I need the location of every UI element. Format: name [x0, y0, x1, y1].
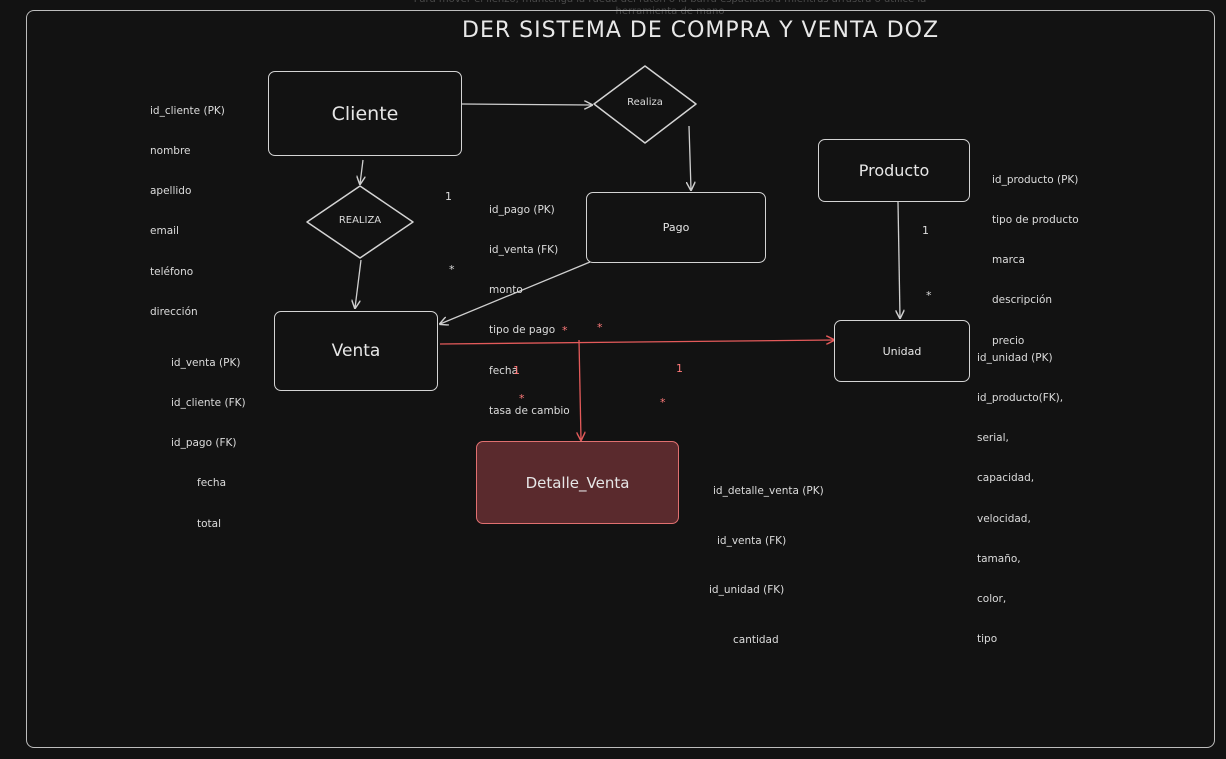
attribute: fecha [489, 364, 519, 377]
attribute: id_pago (PK) [489, 203, 555, 216]
attribute: nombre [150, 145, 191, 158]
attribute: teléfono [150, 265, 194, 278]
attributes-unidad: id_unidad (PK) id_producto(FK), serial, … [977, 325, 1063, 660]
attribute: capacidad, [977, 472, 1035, 485]
attribute: tipo de producto [992, 214, 1079, 227]
attribute: color, [977, 593, 1007, 606]
cardinality-red-star-a: * [562, 324, 568, 337]
attribute: tasa de cambio [489, 404, 570, 417]
cardinality-red-star-b: * [597, 321, 603, 334]
relationship-realiza-top [593, 65, 697, 144]
cardinality-red-one-b: 1 [676, 362, 683, 375]
cardinality-pago-many: * [449, 263, 455, 276]
attribute: tamaño, [977, 552, 1021, 565]
connector-producto-unidad [898, 201, 900, 318]
entity-unidad-label: Unidad [882, 344, 922, 358]
attribute: id_pago (FK) [171, 437, 237, 450]
cardinality-producto-many: * [926, 289, 932, 302]
relationship-realiza-left [306, 185, 414, 259]
connector-realiza-pago [689, 125, 691, 190]
connector-pago-venta [440, 261, 591, 324]
attribute: id_producto(FK), [977, 392, 1064, 405]
entity-producto[interactable]: Producto [818, 139, 970, 202]
attribute: descripción [992, 294, 1053, 307]
canvas-hint: Para mover el lienzo, mantenga la rueda … [414, 0, 926, 17]
entity-cliente-label: Cliente [331, 102, 399, 125]
attribute: email [150, 225, 179, 238]
relationship-realiza-left-label: REALIZA [338, 215, 382, 226]
entity-unidad[interactable]: Unidad [834, 320, 970, 382]
entity-producto-label: Producto [858, 161, 930, 180]
attribute: id_venta (FK) [489, 244, 559, 257]
attribute: dirección [150, 305, 198, 318]
entity-pago[interactable]: Pago [586, 192, 766, 263]
attribute: id_unidad (PK) [977, 351, 1053, 364]
attribute: apellido [150, 185, 192, 198]
attribute: id_venta (PK) [171, 356, 241, 369]
entity-detalle-venta[interactable]: Detalle_Venta [476, 441, 679, 524]
entity-detalle-venta-label: Detalle_Venta [525, 473, 630, 492]
attributes-detalle-venta: id_detalle_venta (PK) id_venta (FK) id_u… [709, 450, 824, 665]
connector-cliente-realiza-left [360, 159, 363, 184]
connector-venta-detalle [579, 339, 581, 440]
entity-venta-label: Venta [331, 341, 381, 361]
attribute: cantidad [733, 633, 779, 646]
entity-cliente[interactable]: Cliente [268, 71, 462, 156]
attribute: id_cliente (PK) [150, 104, 225, 117]
attributes-venta: id_venta (PK) id_cliente (FK) id_pago (F… [171, 330, 246, 545]
relationship-realiza-top-label: Realiza [627, 97, 663, 108]
attribute: id_unidad (FK) [709, 584, 785, 596]
attribute: id_cliente (FK) [171, 397, 246, 410]
attribute: serial, [977, 432, 1009, 445]
entity-pago-label: Pago [662, 221, 690, 234]
connector-realiza-venta [355, 259, 362, 308]
attributes-producto: id_producto (PK) tipo de producto marca … [992, 147, 1079, 362]
attribute: fecha [197, 477, 227, 490]
attribute: id_detalle_venta (PK) [713, 485, 824, 497]
attribute: tipo de pago [489, 324, 556, 337]
connector-venta-unidad [439, 340, 834, 345]
entity-venta[interactable]: Venta [274, 311, 438, 391]
attribute: id_venta (FK) [717, 534, 787, 547]
attribute: monto [489, 284, 523, 297]
cardinality-red-one-a: 1 [513, 364, 520, 377]
cardinality-producto-one: 1 [922, 224, 929, 237]
attribute: velocidad, [977, 512, 1031, 525]
attributes-pago: id_pago (PK) id_venta (FK) monto tipo de… [489, 177, 570, 432]
attribute: id_producto (PK) [992, 173, 1079, 186]
attribute: precio [992, 334, 1025, 347]
cardinality-pago-one: 1 [445, 190, 452, 203]
diagram-frame[interactable] [26, 10, 1215, 748]
attribute: marca [992, 254, 1025, 267]
attributes-cliente: id_cliente (PK) nombre apellido email te… [150, 78, 225, 333]
cardinality-red-star-c: * [519, 392, 525, 405]
attribute: tipo [977, 633, 998, 646]
diagram-title: DER SISTEMA DE COMPRA Y VENTA DOZ [462, 18, 940, 43]
cardinality-red-star-d: * [660, 396, 666, 409]
attribute: total [197, 517, 222, 530]
connector-cliente-realiza [461, 104, 592, 105]
